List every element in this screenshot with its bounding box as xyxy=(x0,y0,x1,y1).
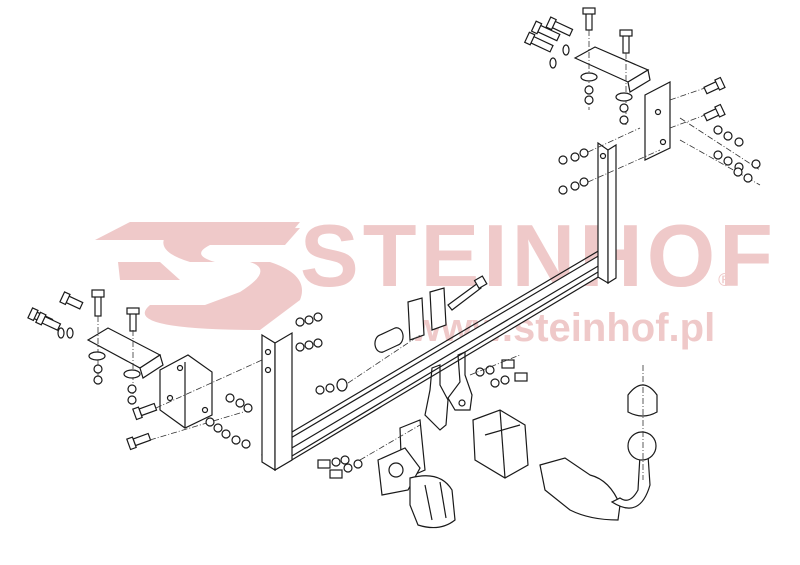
left-arm xyxy=(261,331,293,472)
tow-ball-neck xyxy=(539,365,658,521)
right-arm xyxy=(597,141,617,285)
socket-plate xyxy=(317,419,426,496)
crossbar xyxy=(261,249,611,471)
upper-right-bracket xyxy=(523,7,761,195)
registered-mark: ® xyxy=(716,270,734,291)
watermark-brand: STEINHOF xyxy=(300,206,777,305)
left-bracket xyxy=(27,289,323,451)
receiver-housing xyxy=(472,409,529,479)
center-spacers xyxy=(315,275,488,395)
electrical-socket xyxy=(409,475,456,529)
socket-brackets xyxy=(424,351,528,431)
